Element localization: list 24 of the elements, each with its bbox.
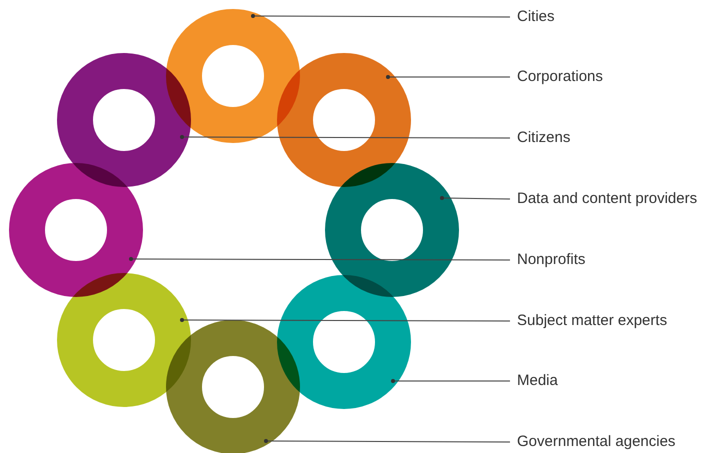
ring-shape <box>166 320 300 453</box>
leader-line <box>129 257 510 261</box>
label-text: Cities <box>517 8 555 26</box>
label-text: Corporations <box>517 68 603 86</box>
leader-line <box>180 135 510 139</box>
leader-line <box>391 379 510 383</box>
label-text: Nonprofits <box>517 251 586 269</box>
label-text: Citizens <box>517 129 570 147</box>
ring-shape <box>166 9 300 143</box>
label-text: Data and content providers <box>517 190 698 208</box>
leader-line <box>440 196 510 200</box>
leader-line <box>180 318 510 322</box>
ring-shape <box>325 163 459 297</box>
label-text: Media <box>517 372 558 390</box>
ring-shape <box>57 273 191 407</box>
label-text: Subject matter experts <box>517 312 668 330</box>
leader-line <box>251 14 510 18</box>
leader-line <box>386 75 510 79</box>
ring-shape <box>57 53 191 187</box>
ring-shape <box>277 275 411 409</box>
ring-shape <box>277 53 411 187</box>
ring-shape <box>9 163 143 297</box>
leader-line <box>264 439 510 443</box>
label-text: Governmental agencies <box>517 433 676 451</box>
